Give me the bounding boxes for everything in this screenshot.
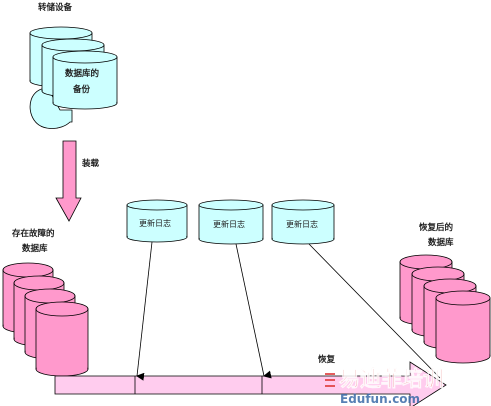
watermark-mark-1: [325, 373, 335, 375]
watermark-mark-3: [325, 385, 335, 387]
update-log-3: 更新日志: [271, 199, 335, 245]
faulty-db-stack: [2, 262, 89, 377]
faulty-db-label-line1: 存在故障的: [11, 228, 55, 239]
recovered-db-stack: [399, 254, 491, 364]
log-1-connector: [136, 241, 153, 381]
log-3-connector: [308, 243, 441, 379]
watermark-mark-2: [325, 379, 335, 381]
backup-tape-stack: 数据库的 备份: [29, 26, 118, 129]
update-log-1-label: 更新日志: [139, 218, 171, 228]
recovered-db-label-line2: 数据库: [428, 237, 454, 248]
log-2-connector: [235, 243, 272, 379]
recovered-db-cylinder-4: [435, 290, 491, 364]
backup-db-label-line1: 数据库的: [65, 68, 100, 79]
load-arrow: [55, 140, 82, 222]
watermark: 易迪菲培训 Edufun.com: [325, 367, 444, 406]
recovered-db-label-line1: 恢复后的: [419, 222, 454, 233]
watermark-text: 易迪菲培训: [339, 367, 444, 391]
load-label: 装载: [81, 158, 100, 169]
watermark-url: Edufun.com: [340, 392, 420, 406]
update-log-2: 更新日志: [198, 199, 264, 245]
faulty-db-label-line2: 数据库: [22, 243, 48, 254]
update-log-3-label: 更新日志: [286, 219, 318, 229]
faulty-db-cylinder-4: [35, 301, 89, 377]
update-log-1: 更新日志: [126, 199, 188, 243]
recovery-arrow: [54, 361, 447, 406]
storage-device-label: 转储设备: [38, 2, 73, 13]
tape-cylinder-3: [52, 50, 118, 110]
update-log-2-label: 更新日志: [213, 219, 245, 229]
tape-reel: [29, 87, 73, 129]
recovery-label: 恢复: [318, 354, 336, 365]
backup-db-label-line2: 备份: [72, 84, 91, 95]
